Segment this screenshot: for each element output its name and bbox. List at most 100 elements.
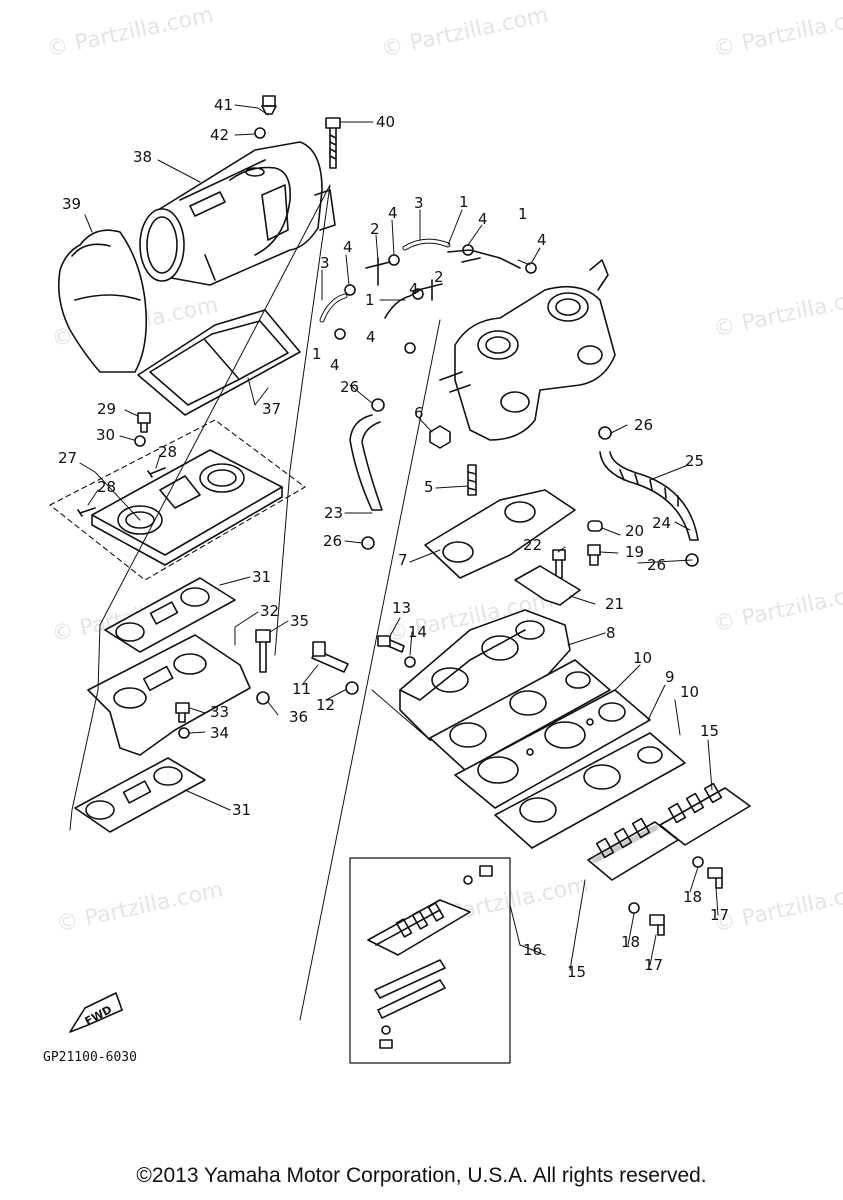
label-part-31: 31 — [252, 568, 272, 586]
label-part-15: 15 — [700, 722, 720, 740]
label-part-42: 42 — [210, 126, 230, 144]
label-part-17: 17 — [710, 906, 730, 924]
washer-18b — [692, 856, 704, 868]
label-part-4: 4 — [343, 238, 353, 256]
label-part-26: 26 — [340, 378, 360, 396]
inset-box-16 — [349, 857, 511, 1064]
label-part-39: 39 — [62, 195, 82, 213]
label-part-16: 16 — [523, 941, 543, 959]
label-part-26: 26 — [323, 532, 343, 550]
bracket-21 — [514, 565, 581, 606]
bracket-32 — [87, 634, 251, 756]
reed-valve-15b — [659, 782, 751, 846]
label-part-35: 35 — [290, 612, 310, 630]
label-part-2: 2 — [434, 268, 444, 286]
label-part-1: 1 — [312, 345, 322, 363]
label-part-18: 18 — [621, 933, 641, 951]
label-part-37: 37 — [262, 400, 282, 418]
clips-26 — [361, 398, 699, 567]
label-part-5: 5 — [424, 478, 434, 496]
label-part-9: 9 — [665, 668, 675, 686]
gasket-10-upper — [429, 659, 611, 771]
copyright-notice: ©2013 Yamaha Motor Corporation, U.S.A. A… — [136, 1164, 707, 1187]
gasket-7 — [424, 489, 576, 579]
label-part-26: 26 — [634, 416, 654, 434]
screw-28b — [77, 507, 96, 517]
label-part-10: 10 — [680, 683, 700, 701]
hose-1-fittings — [319, 238, 521, 323]
label-part-8: 8 — [606, 624, 616, 642]
label-part-36: 36 — [289, 708, 309, 726]
label-part-15: 15 — [567, 963, 587, 981]
label-part-14: 14 — [408, 623, 428, 641]
bolt-40 — [325, 117, 341, 169]
label-part-6: 6 — [414, 404, 424, 422]
leader-lines — [79, 104, 719, 971]
label-part-4: 4 — [330, 356, 340, 374]
bolt-35 — [255, 629, 271, 673]
label-part-40: 40 — [376, 113, 396, 131]
reed-housing-9 — [454, 689, 651, 809]
label-part-2: 2 — [370, 220, 380, 238]
label-part-21: 21 — [605, 595, 625, 613]
label-part-32: 32 — [260, 602, 280, 620]
diagram-code: GP21100-6030 — [43, 1050, 137, 1065]
bolt-33 — [175, 702, 190, 723]
washer-42 — [254, 127, 266, 139]
label-part-19: 19 — [625, 543, 645, 561]
label-part-1: 1 — [459, 193, 469, 211]
bolt-11 — [311, 641, 349, 673]
label-part-3: 3 — [320, 254, 330, 272]
label-part-18: 18 — [683, 888, 703, 906]
reed-detail-16 — [367, 865, 493, 1049]
gasket-31-upper — [104, 577, 236, 653]
label-part-28: 28 — [158, 443, 178, 461]
label-part-30: 30 — [96, 426, 116, 444]
washer-12 — [345, 681, 359, 695]
gasket-37 — [137, 309, 301, 416]
hose-25 — [599, 451, 699, 541]
label-part-3: 3 — [414, 194, 424, 212]
washer-14 — [404, 656, 416, 668]
nut-6 — [429, 425, 451, 449]
plug-41 — [261, 95, 277, 115]
hose-23 — [349, 414, 383, 511]
label-part-24: 24 — [652, 514, 672, 532]
label-part-34: 34 — [210, 724, 230, 742]
screw-17b — [707, 867, 723, 889]
construction-lines — [69, 184, 441, 1021]
label-part-31: 31 — [232, 801, 252, 819]
stud-5 — [467, 464, 477, 496]
label-part-38: 38 — [133, 148, 153, 166]
label-part-1: 1 — [365, 291, 375, 309]
washer-36 — [256, 691, 270, 705]
label-part-26: 26 — [647, 556, 667, 574]
label-part-12: 12 — [316, 696, 336, 714]
label-part-33: 33 — [210, 703, 230, 721]
bolt-29 — [137, 412, 151, 433]
bolt-13 — [377, 635, 405, 653]
gasket-10-lower — [494, 732, 686, 849]
label-part-41: 41 — [214, 96, 234, 114]
screw-17a — [649, 914, 665, 936]
cap-20 — [587, 520, 603, 532]
label-part-20: 20 — [625, 522, 645, 540]
screw-28a — [147, 467, 166, 478]
label-part-4: 4 — [478, 210, 488, 228]
label-part-4: 4 — [388, 204, 398, 222]
air-box-27 — [91, 449, 283, 566]
label-part-29: 29 — [97, 400, 117, 418]
washer-34 — [178, 727, 190, 739]
sensor-19 — [587, 544, 601, 566]
label-part-22: 22 — [523, 536, 543, 554]
carburetor-assembly — [439, 259, 616, 441]
washer-30 — [134, 435, 146, 447]
flame-arrestor-38 — [139, 141, 336, 286]
washer-18a — [628, 902, 640, 914]
label-part-4: 4 — [537, 231, 547, 249]
label-part-11: 11 — [292, 680, 312, 698]
gasket-31-lower — [74, 757, 206, 833]
fwd-arrow — [69, 992, 123, 1033]
